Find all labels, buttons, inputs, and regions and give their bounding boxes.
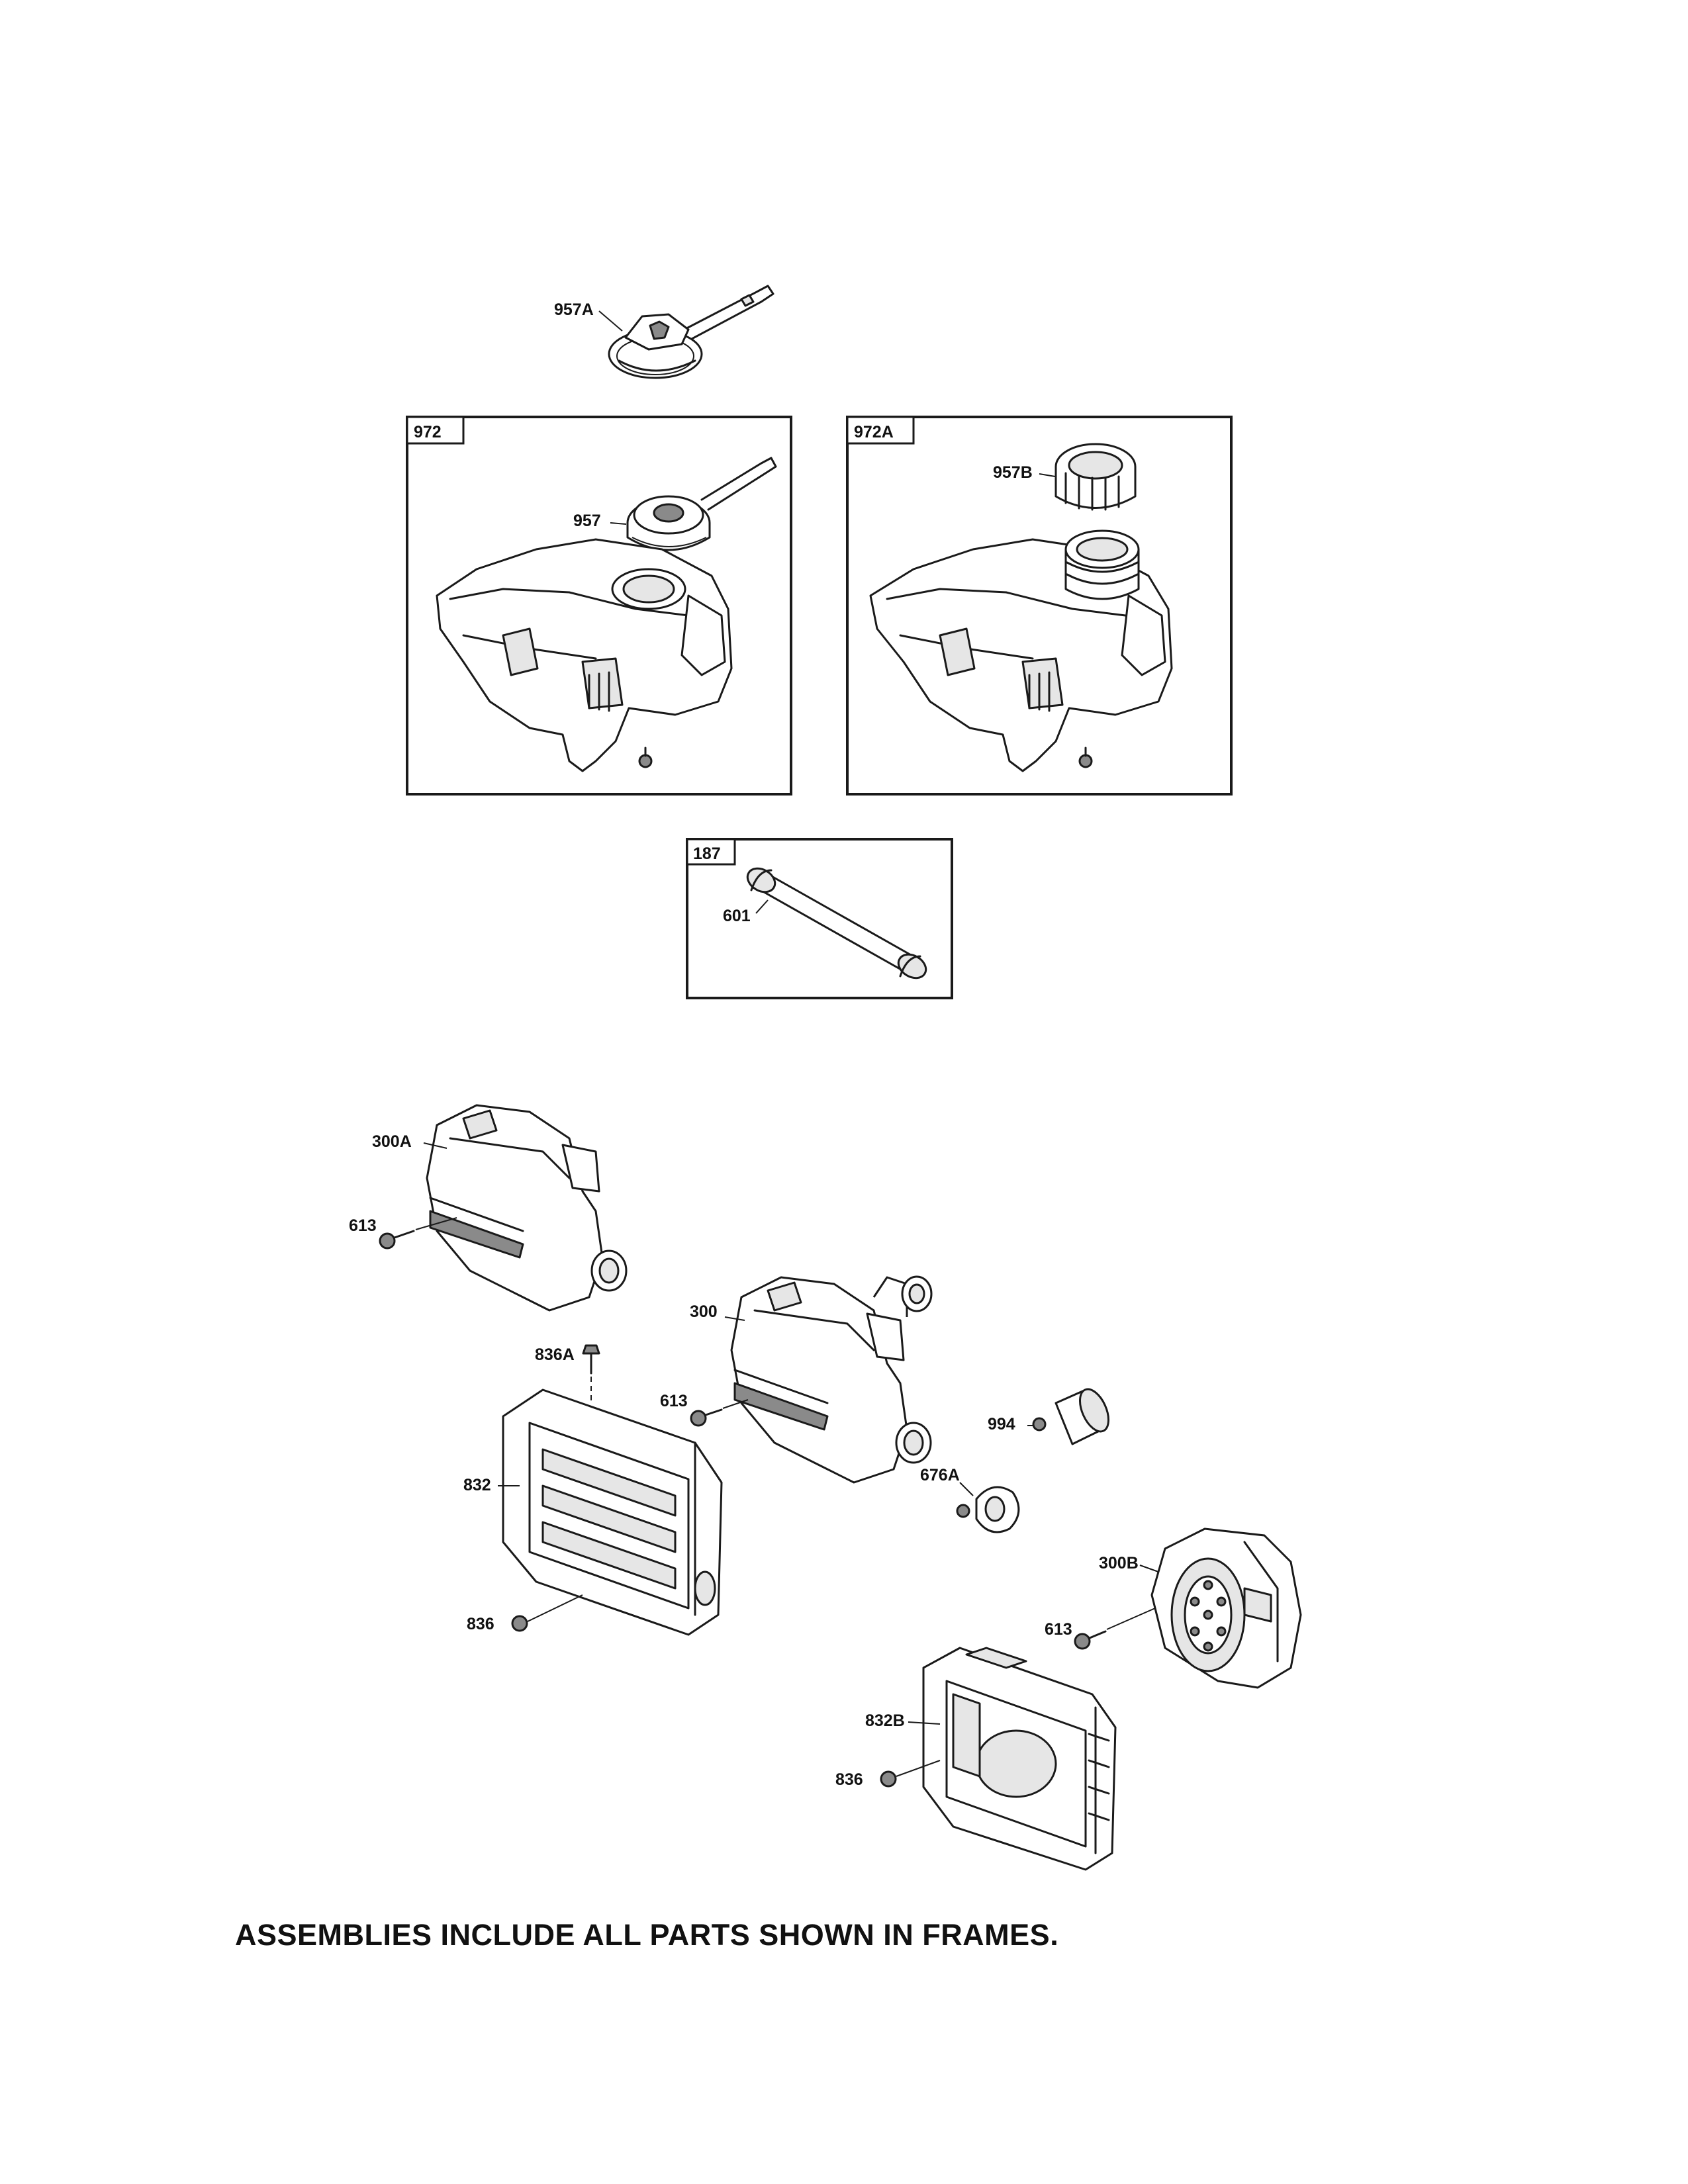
callout-836-b: 836 xyxy=(835,1770,863,1789)
part-836-bolt-b xyxy=(880,1770,897,1788)
part-613-bolt-a xyxy=(379,1230,415,1250)
part-fuel-tank-972 xyxy=(436,538,733,772)
callout-300: 300 xyxy=(690,1302,718,1321)
callout-832b: 832B xyxy=(865,1711,905,1730)
callout-300a: 300A xyxy=(372,1132,412,1151)
part-601-fuel-line xyxy=(746,867,927,979)
part-957a-fuel-cap-tethered xyxy=(608,285,774,379)
callout-613-b: 613 xyxy=(660,1392,688,1410)
callout-836a: 836A xyxy=(535,1345,575,1364)
part-832-muffler-guard xyxy=(502,1388,723,1636)
callout-994: 994 xyxy=(988,1415,1015,1433)
part-994-spark-arrestor xyxy=(1032,1388,1109,1445)
callout-957: 957 xyxy=(573,512,601,530)
frame-972a: 972A xyxy=(846,416,1233,796)
part-836-bolt-a xyxy=(511,1615,528,1632)
callout-613-c: 613 xyxy=(1045,1620,1072,1639)
frame-label-972a: 972A xyxy=(854,423,894,441)
callout-300b: 300B xyxy=(1099,1554,1139,1572)
frame-label-187: 187 xyxy=(693,844,721,863)
frame-label-972: 972 xyxy=(414,423,442,441)
part-613-bolt-b xyxy=(690,1408,723,1427)
part-832b-muffler-guard xyxy=(922,1647,1117,1871)
part-676a-clamp xyxy=(956,1486,1020,1533)
arrestor-holes xyxy=(1190,1580,1227,1652)
part-300-muffler xyxy=(730,1275,933,1484)
callout-957b: 957B xyxy=(993,463,1033,482)
part-957b-fuel-cap xyxy=(1055,443,1137,511)
callout-601: 601 xyxy=(723,907,751,925)
part-300b-muffler xyxy=(1150,1527,1302,1689)
callout-613-a: 613 xyxy=(349,1216,377,1235)
part-957-fuel-cap xyxy=(626,457,777,551)
callout-836-a: 836 xyxy=(467,1615,494,1633)
frame-187: 187 xyxy=(686,838,953,999)
part-300a-muffler xyxy=(426,1104,628,1312)
frame-972: 972 xyxy=(406,416,792,796)
assemblies-note: ASSEMBLIES INCLUDE ALL PARTS SHOWN IN FR… xyxy=(235,1918,1059,1952)
callout-676a: 676A xyxy=(920,1466,960,1484)
part-613-bolt-c xyxy=(1074,1630,1107,1650)
part-fuel-tank-972a xyxy=(869,529,1173,772)
part-836a-bolt xyxy=(582,1344,600,1375)
callout-957a: 957A xyxy=(554,300,594,319)
callout-832: 832 xyxy=(463,1476,491,1494)
